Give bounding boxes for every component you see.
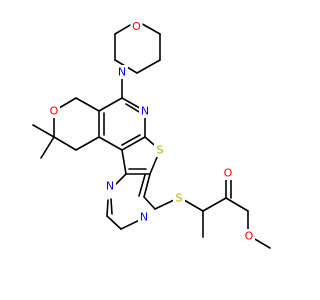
thioether-sulfur: S — [173, 191, 185, 205]
pyridine-nitrogen-label: N — [141, 105, 149, 118]
bond — [121, 136, 146, 151]
bond — [225, 197, 249, 212]
bond — [136, 59, 161, 74]
morpholine-nitrogen-label: N — [118, 66, 126, 79]
thiophene-sulfur: S — [154, 143, 166, 157]
bond — [143, 173, 151, 198]
bond — [202, 197, 227, 212]
bond — [98, 97, 123, 112]
ester-oxygen: O — [243, 229, 255, 243]
atom-label-layer: O N O N S N N S — [48, 19, 255, 243]
carbonyl-oxygen: O — [222, 166, 234, 180]
morpholine-oxygen-label: O — [132, 20, 141, 33]
pyridine-nitrogen: N — [139, 104, 151, 118]
morpholine-oxygen: O — [130, 19, 143, 34]
pyrimidine-nitrogen-top: N — [104, 179, 116, 193]
thiophene-sulfur-label: S — [157, 144, 164, 157]
pyrimidine-nitrogen-top-label: N — [106, 180, 114, 193]
bond — [40, 136, 55, 159]
thioether-sulfur-label: S — [176, 192, 183, 205]
carbonyl-oxygen-label: O — [224, 167, 233, 180]
bond — [75, 97, 100, 112]
bond — [106, 215, 122, 230]
bond — [121, 149, 127, 175]
pyran-oxygen-label: O — [50, 105, 59, 118]
morpholine-nitrogen: N — [116, 65, 128, 79]
bond — [106, 199, 109, 217]
ester-oxygen-label: O — [245, 230, 254, 243]
bond — [183, 199, 204, 212]
molecule-structure: O N O N S N N S — [32, 19, 271, 249]
pyrimidine-nitrogen-bottom: N — [138, 210, 150, 224]
bond — [121, 134, 141, 146]
bond — [138, 174, 146, 197]
bond — [53, 136, 77, 151]
bond — [75, 136, 100, 151]
bond — [154, 199, 175, 210]
pyran-oxygen: O — [48, 104, 60, 118]
bond — [98, 136, 123, 151]
bond — [143, 196, 156, 210]
bond — [110, 198, 113, 215]
bond — [32, 124, 55, 138]
pyrimidine-nitrogen-bottom-label: N — [140, 211, 148, 224]
bond-layer — [32, 20, 271, 249]
